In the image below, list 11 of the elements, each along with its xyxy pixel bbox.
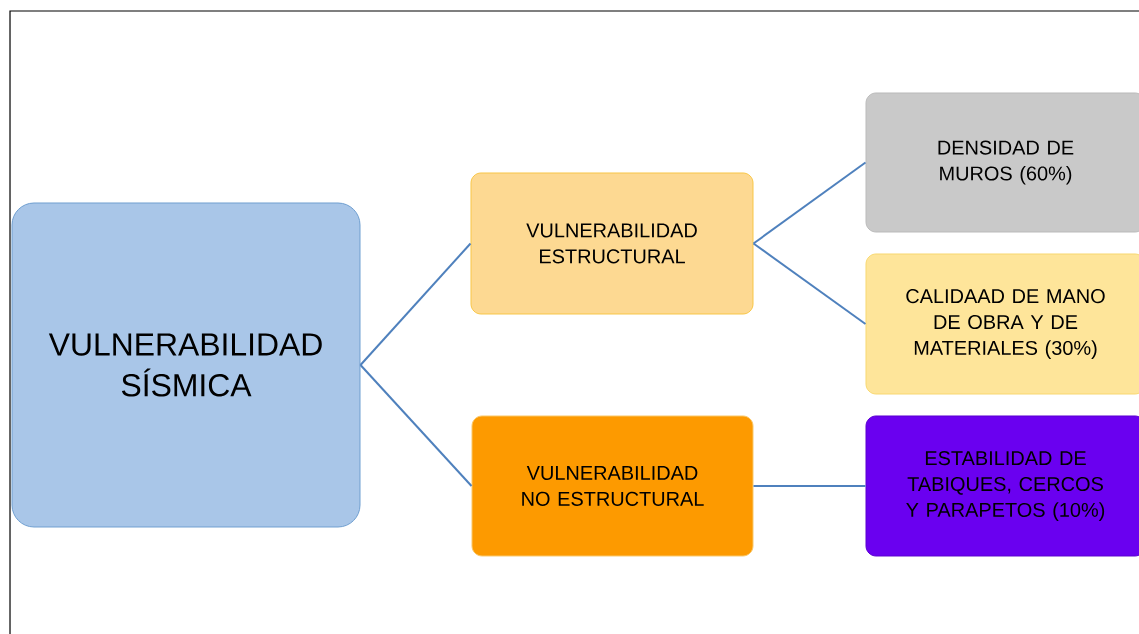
- topic-box: VULNERABILIDAD NO ESTRUCTURAL: [471, 415, 754, 557]
- topic-box: ESTABILIDAD DE TABIQUES, CERCOS Y PARAPETOS (10%): [865, 415, 1139, 557]
- connector-line: [359, 364, 473, 487]
- connector-line: [359, 242, 472, 366]
- topic-box: VULNERABILIDAD ESTRUCTURAL: [470, 172, 754, 315]
- topic-box: VULNERABILIDAD SÍSMICA: [11, 202, 361, 528]
- connector-line: [752, 485, 867, 487]
- connector-line: [752, 161, 867, 245]
- topic-box: DENSIDAD DE MUROS (60%): [865, 92, 1139, 233]
- topic-box: CALIDAAD DE MANO DE OBRA Y DE MATERIALES (30%): [865, 253, 1139, 395]
- connector-line: [752, 242, 867, 325]
